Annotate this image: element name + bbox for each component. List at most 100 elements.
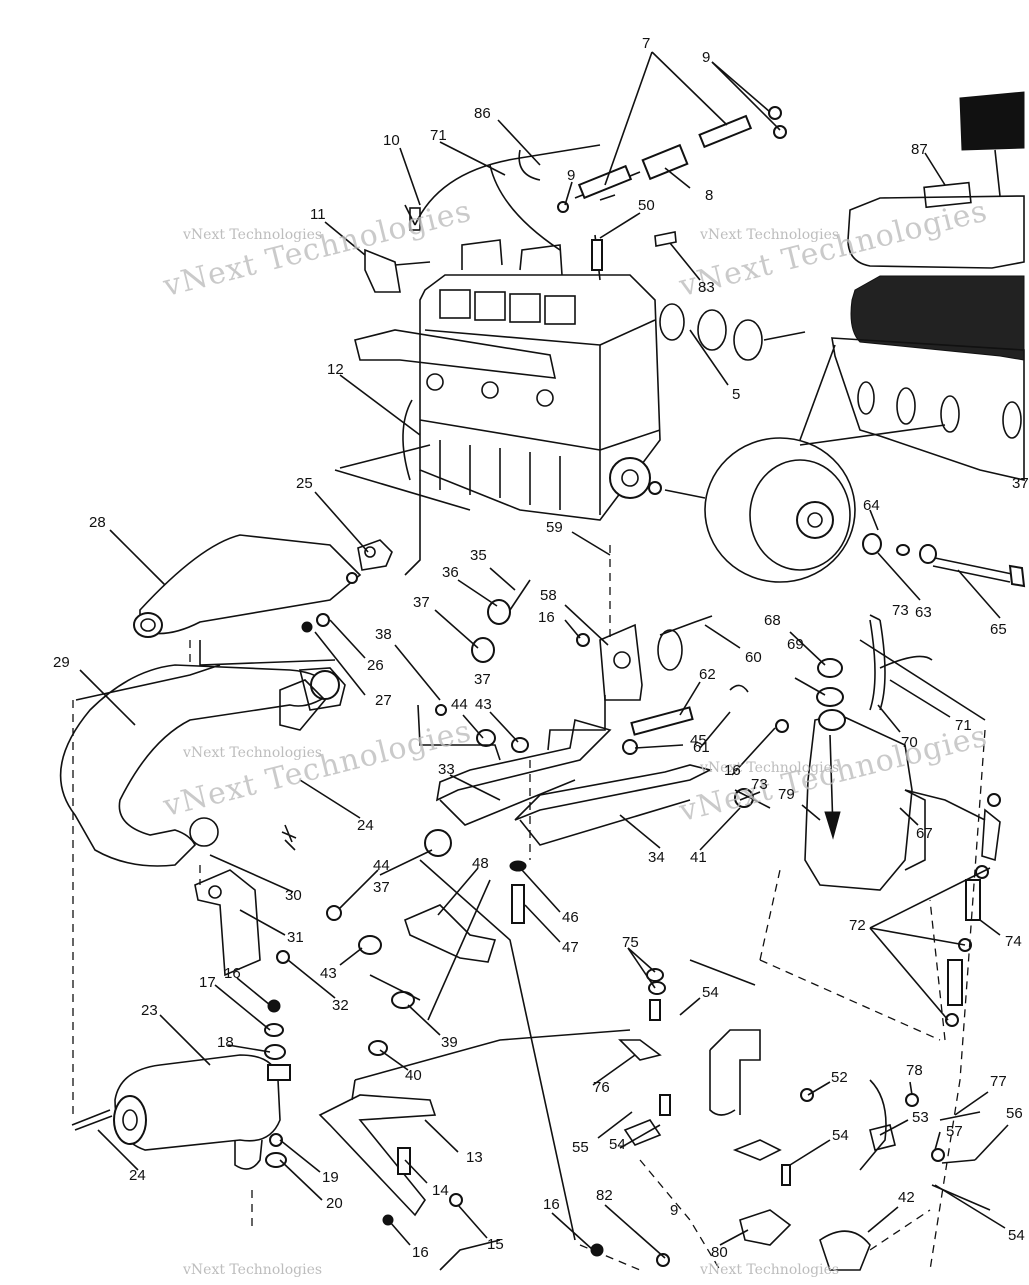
- callout: 71: [430, 127, 447, 144]
- callout: 57: [946, 1123, 963, 1140]
- callout: 64: [863, 497, 880, 514]
- callout: 67: [916, 825, 933, 842]
- callout: 7: [642, 35, 651, 52]
- callout: 55: [572, 1139, 589, 1156]
- callout: 58: [540, 587, 557, 604]
- callout: 47: [562, 939, 579, 956]
- engine-block-part: [354, 239, 662, 521]
- callout: 15: [487, 1236, 504, 1253]
- callout: 87: [911, 141, 928, 158]
- cooling-hose-part: [945, 793, 1001, 1027]
- callout: 44: [451, 696, 468, 713]
- callout: 11: [310, 206, 326, 223]
- callout: 13: [466, 1149, 483, 1166]
- callout: 45: [690, 732, 707, 749]
- callout: 56: [1006, 1105, 1023, 1122]
- callout: 33: [438, 761, 455, 778]
- callout: 16: [412, 1244, 429, 1261]
- callout: 54: [609, 1136, 626, 1153]
- callout: 53: [912, 1109, 929, 1126]
- exhaust-manifold-part: [133, 534, 393, 638]
- bolt-47-part: [509, 860, 527, 924]
- callout: 39: [441, 1034, 458, 1051]
- callout: 79: [778, 786, 795, 803]
- callout: 68: [764, 612, 781, 629]
- callout: 29: [53, 654, 70, 671]
- callout: 41: [690, 849, 707, 866]
- callout: 24: [129, 1167, 146, 1184]
- callout: 70: [901, 734, 918, 751]
- callout: 37: [373, 879, 390, 896]
- callout: 34: [648, 849, 665, 866]
- callout: 54: [1008, 1227, 1025, 1244]
- callout: 37: [413, 594, 430, 611]
- callout: 83: [698, 279, 715, 296]
- callout: 36: [442, 564, 459, 581]
- watermark-small-2: vNext Technologies: [700, 227, 840, 243]
- callout: 52: [831, 1069, 848, 1086]
- callout: 43: [475, 696, 492, 713]
- callout: 35: [470, 547, 487, 564]
- leader-lines: [79, 51, 1009, 1259]
- callout: 72: [849, 917, 866, 934]
- callout: 61: [693, 739, 710, 756]
- callout: 17: [199, 974, 216, 991]
- callout: 43: [320, 965, 337, 982]
- callout: 9: [702, 49, 711, 66]
- callout: 16: [224, 965, 241, 982]
- callout: 38: [375, 626, 392, 643]
- callout: 54: [832, 1127, 849, 1144]
- callout: 10: [383, 132, 400, 149]
- callout: 20: [326, 1195, 343, 1212]
- callout: 9: [670, 1202, 679, 1219]
- callout: 19: [322, 1169, 339, 1186]
- watermark-small-5: vNext Technologies: [183, 1262, 323, 1278]
- hardware-stack-part: [264, 579, 531, 1168]
- callout: 32: [332, 997, 349, 1014]
- muffler-bracket-part: [194, 869, 290, 977]
- callout: 44: [373, 857, 390, 874]
- callout: 54: [702, 984, 719, 1001]
- callout: 28: [89, 514, 106, 531]
- callout: 31: [287, 929, 304, 946]
- callout: 14: [432, 1182, 449, 1199]
- callout: 69: [787, 636, 804, 653]
- callout: 42: [898, 1189, 915, 1206]
- callout: 50: [638, 197, 655, 214]
- callout: 9: [567, 167, 576, 184]
- callout: 60: [745, 649, 762, 666]
- callout: 62: [699, 666, 716, 683]
- watermark-small-3: vNext Technologies: [183, 745, 323, 761]
- watermark-small-1: vNext Technologies: [183, 227, 323, 243]
- callout: 16: [724, 762, 741, 779]
- bracket-48-part: [318, 904, 497, 1226]
- callout: 73: [892, 602, 909, 619]
- carburetor-boots-part: [659, 303, 806, 361]
- callout: 46: [562, 909, 579, 926]
- callout: 5: [732, 386, 741, 403]
- mounting-bracket-part: [576, 615, 749, 736]
- callout: 80: [711, 1244, 728, 1261]
- oil-tank-part: [734, 619, 933, 891]
- phantom-lines: [72, 344, 986, 1271]
- callout: 78: [906, 1062, 923, 1079]
- callout: 40: [405, 1067, 422, 1084]
- callout: 25: [296, 475, 313, 492]
- expansion-chamber-part: [59, 664, 346, 867]
- callout: 59: [546, 519, 563, 536]
- callout: 18: [217, 1034, 234, 1051]
- callout: 73: [751, 776, 768, 793]
- callout: 48: [472, 855, 489, 872]
- callout: 16: [543, 1196, 560, 1213]
- callout: 27: [375, 692, 392, 709]
- callout: 86: [474, 105, 491, 122]
- watermark-small-4: vNext Technologies: [700, 760, 840, 776]
- callout: 8: [705, 187, 714, 204]
- callout: 76: [593, 1079, 610, 1096]
- callout: 23: [141, 1002, 158, 1019]
- cables-part: [364, 106, 787, 293]
- callout: 30: [285, 887, 302, 904]
- callout: 77: [990, 1073, 1007, 1090]
